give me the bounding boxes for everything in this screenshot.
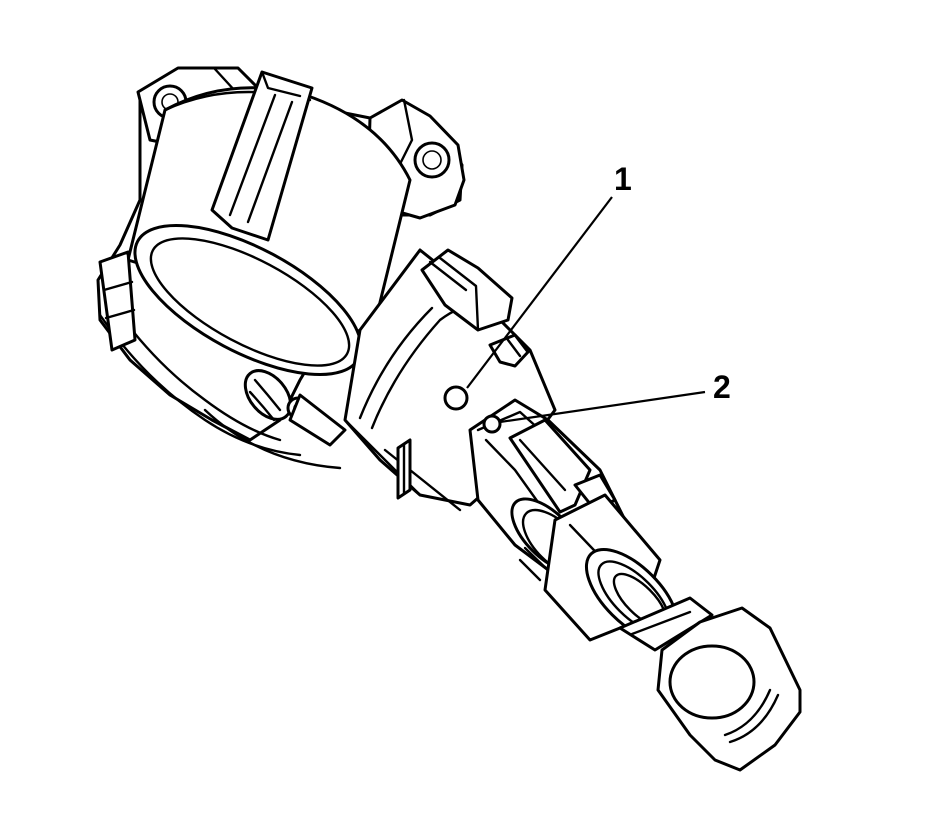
callout-2-target — [482, 414, 502, 434]
callout-1-label: 1 — [614, 161, 632, 197]
callout-2-label: 2 — [713, 369, 731, 405]
callout-1-target — [443, 385, 469, 411]
cylindrical-housing — [126, 70, 412, 377]
callout-2-leader — [499, 390, 706, 424]
callout-1-leader — [466, 196, 613, 389]
electrical-connector — [420, 248, 530, 368]
side-mechanism — [98, 250, 347, 447]
ignition-key — [618, 596, 802, 772]
